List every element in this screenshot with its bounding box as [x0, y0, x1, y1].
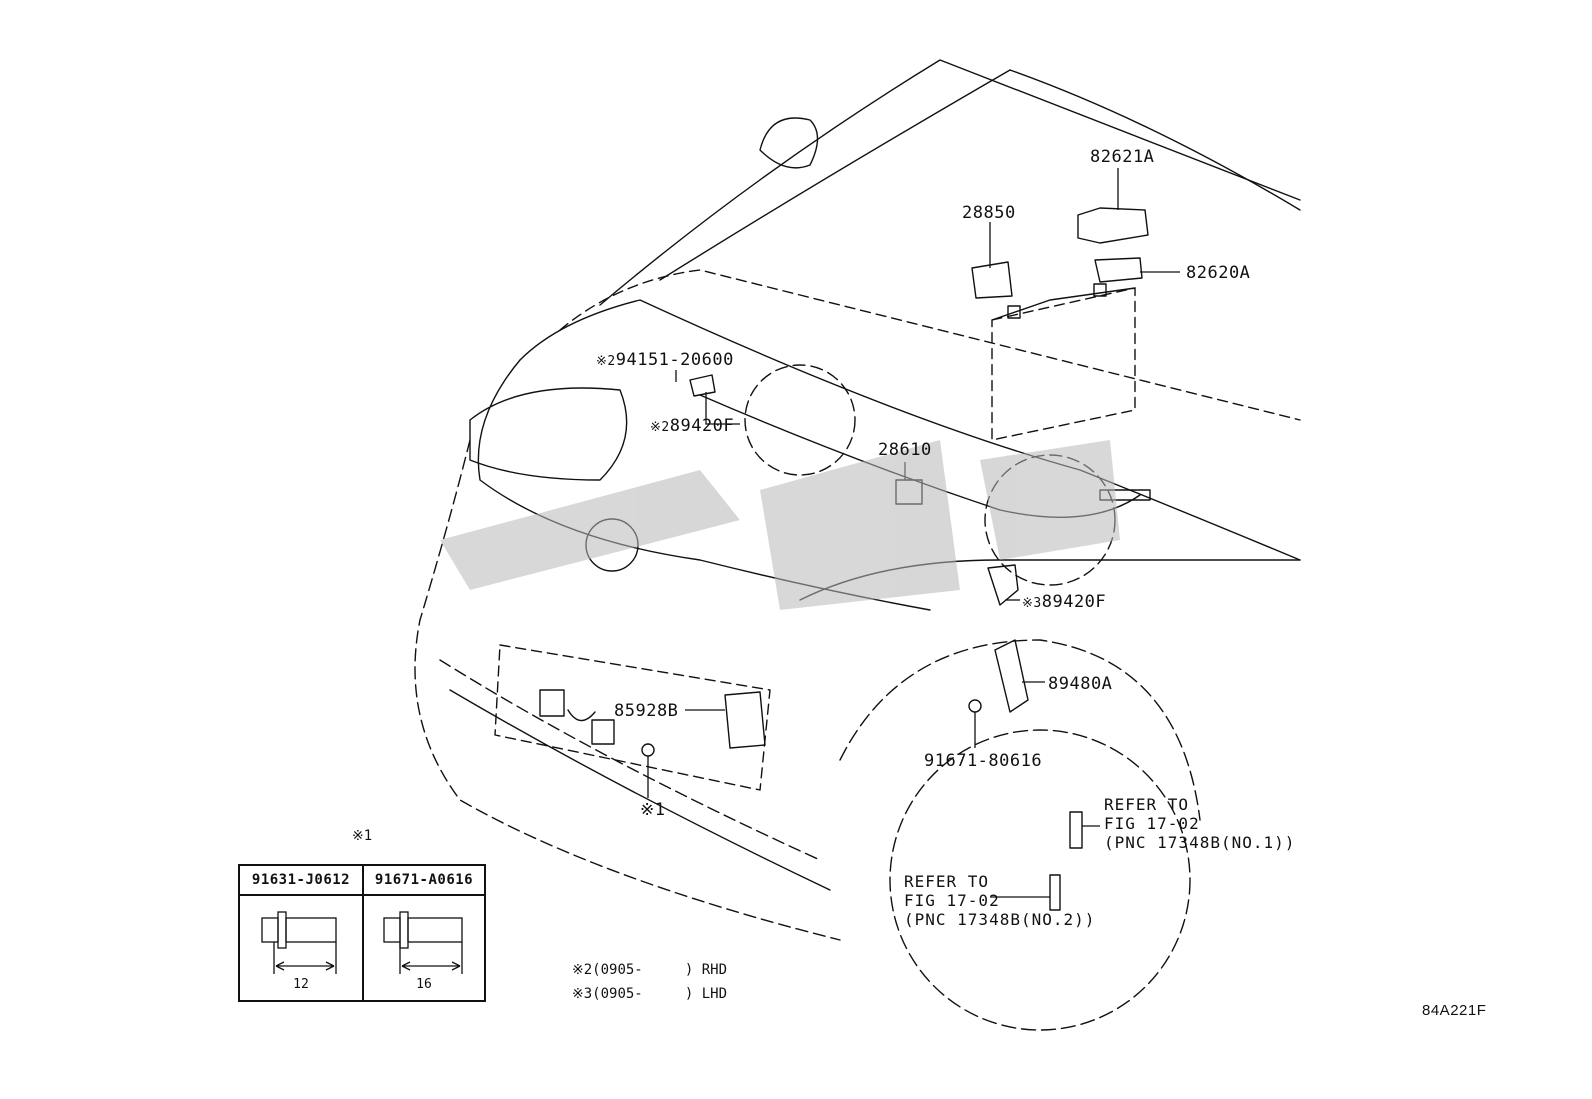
part-number: 89420F	[669, 416, 735, 436]
part-label-28850[interactable]: 28850	[962, 203, 1016, 223]
fastener-table: 91631-J0612 12 91671-A0616 16	[238, 864, 486, 1002]
hose-ref-1	[1069, 811, 1083, 849]
watermark-shape-1	[440, 470, 740, 590]
wheel-arch	[839, 639, 1201, 821]
front-fascia	[414, 439, 841, 941]
part-number: 89420F	[1041, 592, 1107, 612]
legend-lhd: ※3(0905- ) LHD	[572, 986, 728, 1002]
fastener-dimension: 12	[293, 977, 309, 992]
plate-slot-2	[567, 709, 596, 722]
hose-ref-2	[1049, 874, 1061, 911]
front-wheel	[889, 729, 1191, 1031]
relay-28850	[971, 261, 1013, 299]
part-label-82621A[interactable]: 82621A	[1090, 147, 1155, 167]
part-mark: ※3	[1022, 596, 1042, 611]
part-label-94151-20600[interactable]: ※294151-20600	[596, 350, 734, 372]
brake-booster-rhd	[744, 364, 856, 476]
part-label-89420F-lhd[interactable]: ※389420F	[1022, 592, 1106, 614]
license-plate	[494, 644, 771, 791]
reference-fig-17-02-no2[interactable]: REFER TO FIG 17-02 (PNC 17348B(NO.2))	[904, 872, 1096, 929]
bolt-flange-icon	[383, 911, 463, 974]
roof-line	[1009, 69, 1301, 211]
part-label-89480A[interactable]: 89480A	[1048, 674, 1113, 694]
side-mirror	[759, 117, 819, 169]
bolt-callout-1	[641, 743, 655, 757]
horn-85928B	[724, 691, 766, 749]
part-mark: ※2	[596, 354, 616, 369]
part-mark: ※2	[650, 420, 670, 435]
sensor-89420F-rhd	[689, 374, 716, 397]
headlamp	[469, 387, 628, 481]
legend-rhd: ※2(0905- ) RHD	[572, 962, 728, 978]
hood-outline	[559, 269, 1301, 421]
bolt-91671	[968, 699, 982, 713]
fastener-dimension: 16	[416, 977, 432, 992]
bolt-flange-icon	[261, 911, 337, 974]
part-label-89420F-rhd[interactable]: ※289420F	[650, 416, 734, 438]
windshield-frame	[659, 69, 1011, 281]
plate-slot-1	[539, 689, 565, 717]
battery	[991, 287, 1136, 441]
battery-terminal-pos	[1093, 283, 1107, 297]
hood-front	[519, 299, 1301, 561]
fastener-column-2: 91671-A0616 16	[362, 866, 484, 1000]
windshield-outline	[599, 59, 1301, 306]
part-label-85928B[interactable]: 85928B	[614, 701, 679, 721]
part-label-91671-80616[interactable]: 91671-80616	[924, 751, 1043, 771]
fastener-part-number[interactable]: 91671-A0616	[364, 866, 484, 896]
fastener-part-number[interactable]: 91631-J0612	[240, 866, 362, 896]
reference-fig-17-02-no1[interactable]: REFER TO FIG 17-02 (PNC 17348B(NO.1))	[1104, 795, 1296, 852]
sensor-89480A	[994, 639, 1029, 713]
fastener-table-mark: ※1	[352, 828, 373, 844]
part-number: 94151-20600	[615, 350, 734, 370]
terminal-cover-82621A	[1077, 207, 1149, 244]
watermark-shape-3	[980, 440, 1120, 560]
figure-code: 84A221F	[1422, 1002, 1487, 1019]
fastener-column-1: 91631-J0612 12	[240, 866, 362, 1000]
fuse-block-82620A	[1094, 257, 1143, 283]
battery-terminal-neg	[1007, 305, 1021, 319]
part-label-82620A[interactable]: 82620A	[1186, 263, 1251, 283]
plate-slot-3	[591, 719, 615, 745]
part-label-28610[interactable]: 28610	[878, 440, 932, 460]
part-mark-1[interactable]: ※1	[640, 800, 666, 820]
watermark-shape-2	[760, 440, 960, 610]
sensor-89420F-lhd	[987, 564, 1019, 606]
leader-89420F-rhd	[705, 392, 740, 425]
